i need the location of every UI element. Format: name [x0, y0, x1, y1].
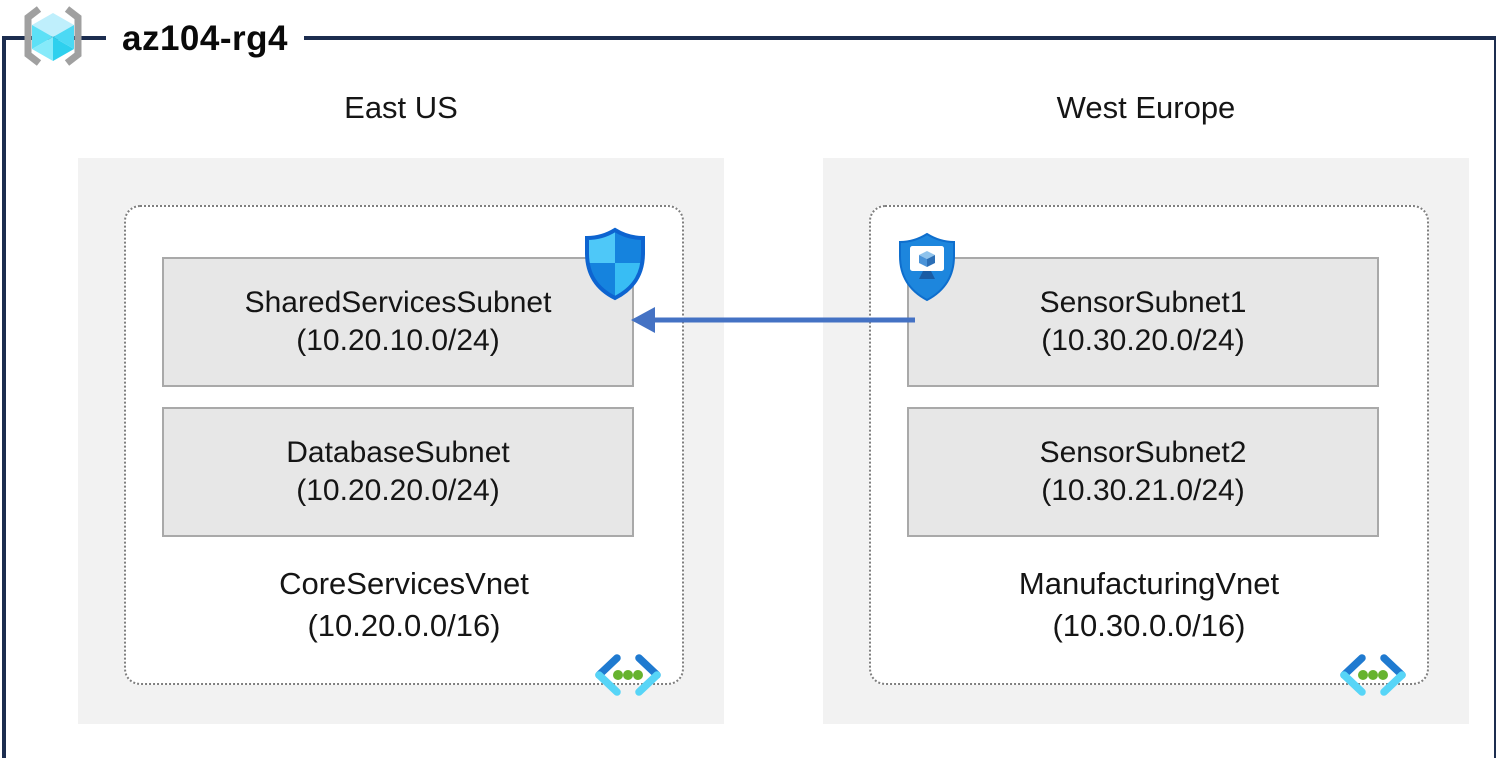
- vnet-name: ManufacturingVnet: [1018, 566, 1280, 601]
- subnet-cidr: (10.20.20.0/24): [296, 474, 500, 507]
- subnet-name: SensorSubnet2: [1039, 435, 1247, 469]
- subnet-box-sensorsubnet1: SensorSubnet1 (10.30.20.0/24): [907, 257, 1379, 387]
- virtual-network-icon: [590, 651, 666, 699]
- vnet-cidr: (10.30.0.0/16): [1052, 607, 1246, 643]
- resource-group-title: az104-rg4: [106, 19, 304, 59]
- region-label-east-us: East US: [344, 90, 458, 125]
- subnet-cidr: (10.30.21.0/24): [1041, 474, 1245, 507]
- vnet-label-coreservicesvnet: CoreServicesVnet (10.20.0.0/16): [126, 563, 682, 646]
- subnet-box-sharedservicessubnet: SharedServicesSubnet (10.20.10.0/24): [162, 257, 634, 387]
- vnet-cidr: (10.20.0.0/16): [307, 607, 501, 643]
- vnet-box-manufacturingvnet: SensorSubnet1 (10.30.20.0/24) SensorSubn…: [869, 205, 1429, 685]
- subnet-name: DatabaseSubnet: [286, 435, 510, 469]
- vnet-name: CoreServicesVnet: [279, 566, 529, 601]
- region-label-west-europe: West Europe: [1056, 90, 1236, 125]
- application-security-group-shield-icon: [897, 232, 957, 302]
- vnet-label-manufacturingvnet: ManufacturingVnet (10.30.0.0/16): [871, 563, 1427, 646]
- resource-group-legend: az104-rg4: [8, 5, 304, 73]
- subnet-cidr: (10.20.10.0/24): [296, 324, 500, 357]
- resource-group-icon: [8, 4, 98, 75]
- resource-group-border: [2, 36, 1496, 758]
- subnet-box-databasesubnet: DatabaseSubnet (10.20.20.0/24): [162, 407, 634, 537]
- virtual-network-icon: [1335, 651, 1411, 699]
- subnet-name: SharedServicesSubnet: [244, 285, 552, 319]
- subnet-box-sensorsubnet2: SensorSubnet2 (10.30.21.0/24): [907, 407, 1379, 537]
- subnet-cidr: (10.30.20.0/24): [1041, 324, 1245, 357]
- vnet-box-coreservicesvnet: SharedServicesSubnet (10.20.10.0/24) Dat…: [124, 205, 684, 685]
- subnet-name: SensorSubnet1: [1039, 285, 1247, 319]
- network-security-group-shield-icon: [583, 227, 647, 301]
- traffic-arrow: [627, 300, 922, 340]
